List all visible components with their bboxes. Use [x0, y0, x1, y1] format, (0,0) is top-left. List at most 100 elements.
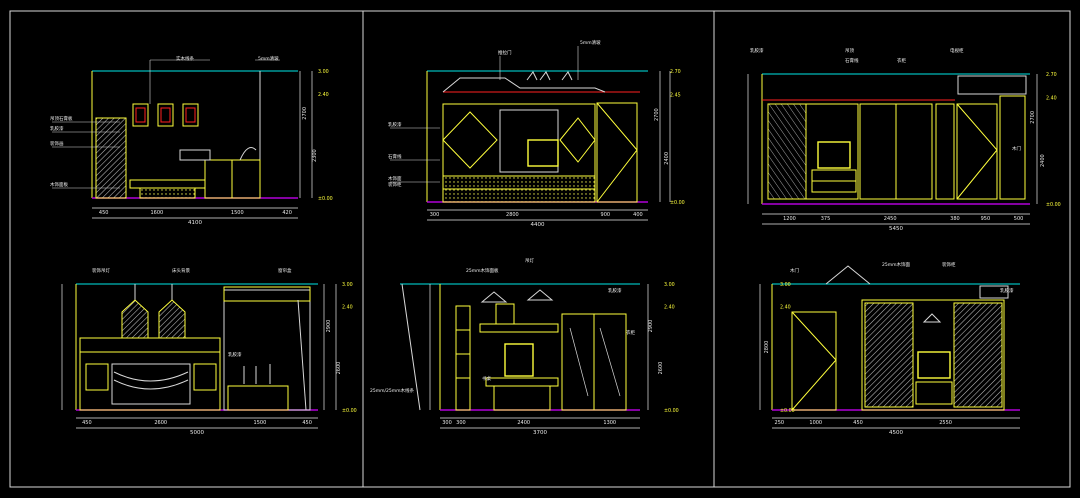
- dimension-label: 2400: [517, 420, 530, 426]
- annotation-note: 木门: [790, 267, 799, 274]
- annotation-note: 乳胶漆: [608, 287, 622, 294]
- dimension-label: 950: [981, 216, 991, 222]
- level-label: 2.40: [318, 92, 329, 98]
- dimension-label: 420: [282, 210, 292, 216]
- elevation-top-right: [747, 73, 1038, 225]
- level-label: 2.40: [780, 305, 791, 311]
- dimension-label: 1200: [783, 216, 796, 222]
- dimension-label: 2800: [506, 212, 519, 218]
- dimension-label: 300: [456, 420, 466, 426]
- annotation-note: 吊顶: [845, 48, 854, 54]
- annotation-note: 吊顶石膏板: [50, 115, 73, 122]
- level-label: 2.40: [664, 305, 675, 311]
- dimension-label: 1500: [231, 210, 244, 216]
- level-label: ±0.00: [664, 408, 679, 414]
- dimension-label: 1600: [150, 210, 163, 216]
- annotation-note: 装饰画: [50, 140, 64, 147]
- annotation-note: 吊灯: [525, 257, 534, 264]
- level-label: ±0.00: [342, 408, 357, 414]
- dimension-label: 450: [302, 420, 312, 426]
- annotation-note: 装饰吊灯: [92, 267, 110, 274]
- annotation-note: 实木线条: [176, 55, 194, 62]
- elevation-top-left: [52, 59, 313, 219]
- vertical-dimension-label: 2900: [648, 320, 654, 333]
- elevation-bottom-right: [759, 265, 1020, 429]
- dimension-label: 300: [430, 212, 440, 218]
- annotation-note: 木饰面: [388, 175, 402, 182]
- vertical-dimension-label: 2400: [1040, 154, 1046, 167]
- vertical-dimension-label: 2300: [312, 149, 318, 162]
- annotation-note: 乳胶漆: [388, 121, 402, 128]
- total-dimension-label: 4400: [531, 222, 545, 228]
- level-label: 3.00: [342, 282, 353, 288]
- dimension-label: 375: [821, 216, 831, 222]
- elevation-bottom-middle: [400, 283, 649, 429]
- total-dimension-label: 5450: [889, 226, 903, 232]
- dimension-label: 2550: [939, 420, 952, 426]
- annotation-note: 电视柜: [950, 47, 964, 54]
- drawing-labels: 450 1600 1500 420 4100 2700 2300 3.00 2.40 ±0.00 吊…: [50, 39, 1061, 436]
- annotation-note: 乳胶漆: [1000, 287, 1014, 294]
- level-label: ±0.00: [318, 196, 333, 202]
- annotation-note: 25mm/25mm木线条: [370, 387, 415, 394]
- dimension-label: 2450: [884, 216, 897, 222]
- outer-frame: [9, 10, 1071, 488]
- level-label: 3.00: [664, 282, 675, 288]
- total-dimension-label: 3700: [533, 430, 547, 436]
- dimension-label: 1000: [809, 420, 822, 426]
- dimension-label: 380: [950, 216, 960, 222]
- level-label: 3.00: [780, 282, 791, 288]
- level-label: 2.40: [342, 305, 353, 311]
- level-label: 2.45: [670, 93, 681, 99]
- annotation-note: 25mm木饰面: [882, 261, 910, 268]
- dimension-label: 900: [601, 212, 611, 218]
- annotation-note: 装饰柜: [942, 261, 956, 268]
- annotation-note: 5mm清玻: [580, 39, 601, 46]
- dimension-label: 400: [633, 212, 643, 218]
- annotation-note: 床头背景: [172, 267, 190, 274]
- vertical-dimension-label: 2700: [302, 107, 308, 120]
- annotation-note: 衣柜: [897, 57, 906, 64]
- dimension-label: 450: [99, 210, 109, 216]
- vertical-dimension-label: 2400: [664, 152, 670, 165]
- vertical-dimension-label: 2700: [654, 108, 660, 121]
- dimension-label: 1500: [254, 420, 267, 426]
- level-label: ±0.00: [780, 408, 795, 414]
- annotation-note: 装饰柜: [388, 181, 402, 188]
- annotation-note: 石膏线: [845, 57, 859, 64]
- dimension-label: 250: [775, 420, 785, 426]
- annotation-note: 窗帘盒: [278, 267, 292, 274]
- annotation-note: 石膏线: [388, 153, 402, 160]
- total-dimension-label: 4100: [188, 220, 202, 226]
- annotation-note: 5mm清玻: [258, 55, 279, 62]
- elevation-bottom-left: [61, 283, 337, 429]
- annotation-note: 乳胶漆: [50, 125, 64, 132]
- total-dimension-label: 5000: [190, 430, 204, 436]
- dimension-label: 2600: [154, 420, 167, 426]
- dimension-label: 450: [82, 420, 92, 426]
- level-label: 2.70: [670, 69, 681, 75]
- dimension-label: 1300: [603, 420, 616, 426]
- annotation-note: 衣柜: [626, 329, 635, 336]
- level-label: 3.00: [318, 69, 329, 75]
- annotation-note: 书桌: [482, 375, 491, 382]
- dimension-label: 500: [1014, 216, 1024, 222]
- vertical-dimension-label: 2600: [658, 362, 664, 375]
- vertical-dimension-label: 2600: [336, 362, 342, 375]
- level-label: ±0.00: [1046, 202, 1061, 208]
- annotation-note: 木门: [1012, 145, 1021, 152]
- vertical-dimension-label: 2700: [1030, 111, 1036, 124]
- level-label: 2.40: [1046, 95, 1057, 101]
- annotation-note: 木饰面板: [50, 181, 68, 188]
- annotation-note: 乳胶漆: [750, 47, 764, 54]
- vertical-dimension-label: 2800: [764, 341, 770, 354]
- level-label: 2.70: [1046, 72, 1057, 78]
- annotation-note: 乳胶漆: [228, 351, 242, 358]
- level-label: ±0.00: [670, 200, 685, 206]
- annotation-note: 推拉门: [498, 49, 512, 56]
- elevation-top-middle: [390, 46, 671, 221]
- dimension-label: 300: [442, 420, 452, 426]
- vertical-dimension-label: 2900: [326, 320, 332, 333]
- annotation-note: 25mm木饰面板: [466, 267, 499, 274]
